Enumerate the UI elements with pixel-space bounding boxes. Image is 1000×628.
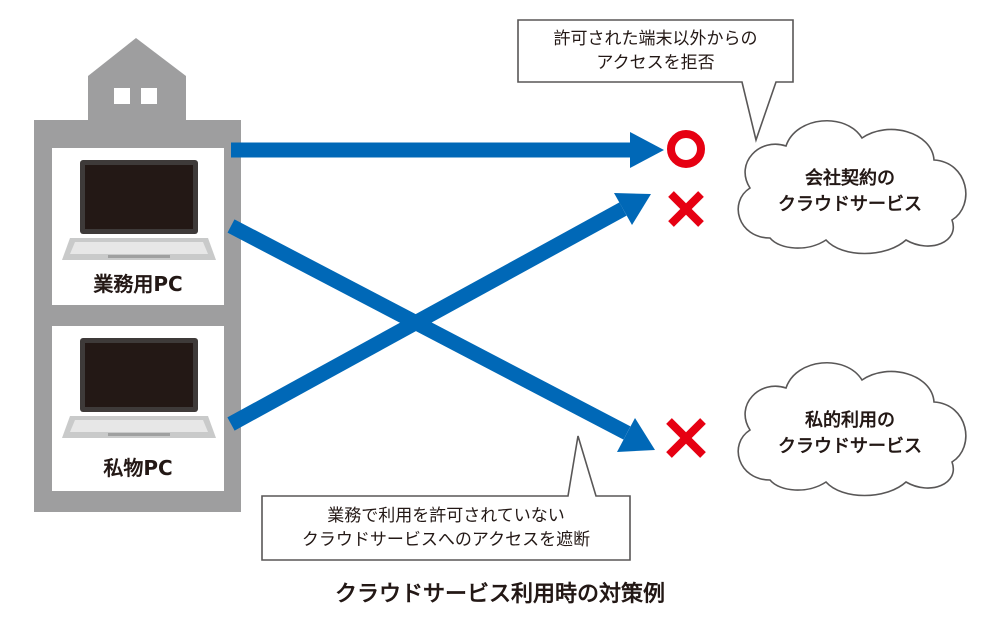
arrow-head (617, 418, 655, 452)
private-pc-to-company-arrow-shaft (227, 202, 627, 431)
office-building (34, 38, 241, 512)
deny-cross-icon (668, 191, 704, 227)
bottom-callout-line2: クラウドサービスへのアクセスを遮断 (301, 530, 591, 550)
company-cloud-line1: 会社契約の (805, 168, 895, 189)
company-cloud-shape (737, 119, 967, 255)
top-callout-text: 許可された端末以外からの アクセスを拒否 (518, 27, 793, 75)
private-cloud-label: 私的利用の クラウドサービス (760, 408, 940, 460)
company-cloud-label: 会社契約の クラウドサービス (760, 166, 940, 218)
bottom-callout-text: 業務で利用を許可されていない クラウドサービスへのアクセスを遮断 (262, 504, 630, 552)
private-pc-label: 私物PC (103, 456, 173, 480)
top-callout-line2: アクセスを拒否 (596, 53, 715, 73)
work-pc-label: 業務用PC (93, 272, 183, 296)
diagram-caption: クラウドサービス利用時の対策例 (334, 582, 665, 607)
arrow-head (630, 132, 664, 168)
work-pc-to-private-arrow-shaft (227, 219, 631, 440)
company-cloud-line2: クラウドサービス (778, 194, 922, 215)
building-chimney (120, 55, 140, 77)
allow-circle-icon (667, 130, 705, 168)
building-attic (88, 76, 186, 122)
bottom-callout-line1: 業務で利用を許可されていない (327, 506, 565, 526)
top-callout-bubble (517, 19, 794, 143)
work-laptop-icon (62, 160, 216, 260)
private-cloud-shape (737, 361, 967, 497)
private-cloud-line2: クラウドサービス (778, 436, 922, 457)
private-cloud-line1: 私的利用の (805, 410, 895, 431)
top-callout-line1: 許可された端末以外からの (553, 29, 758, 49)
private-laptop-icon (62, 338, 216, 438)
bottom-callout-bubble (261, 435, 631, 561)
arrow-head (614, 193, 651, 225)
deny-cross-icon (666, 418, 706, 458)
attic-window (141, 88, 157, 104)
attic-window (114, 88, 130, 104)
